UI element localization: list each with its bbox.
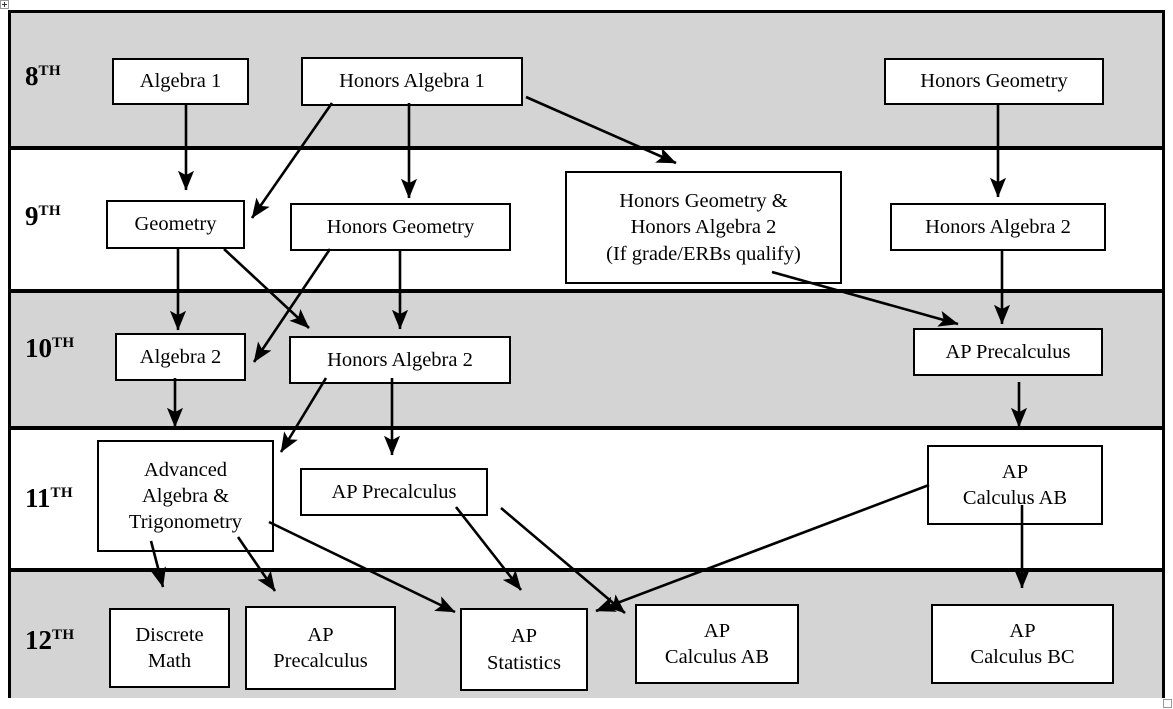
- course-box-12-discrete-math[interactable]: Discrete Math: [109, 608, 230, 688]
- course-box-12-ap-calculus-ab[interactable]: AP Calculus AB: [635, 604, 799, 684]
- grade-label-11: 11TH: [25, 483, 73, 513]
- course-box-11-ap-precalculus[interactable]: AP Precalculus: [300, 468, 488, 516]
- course-box-12-ap-calculus-bc[interactable]: AP Calculus BC: [931, 604, 1114, 684]
- course-box-10-honors-algebra-2[interactable]: Honors Algebra 2: [289, 336, 511, 384]
- course-box-11-advanced-algebra-trigonometry[interactable]: Advanced Algebra & Trigonometry: [97, 440, 274, 552]
- course-box-12-ap-statistics[interactable]: AP Statistics: [460, 608, 588, 691]
- grade-row-8: 8TH Algebra 1 Honors Algebra 1 Honors Ge…: [11, 13, 1162, 150]
- course-box-9-honors-geometry-and-honors-algebra-2[interactable]: Honors Geometry & Honors Algebra 2 (If g…: [565, 171, 842, 284]
- course-box-9-honors-geometry[interactable]: Honors Geometry: [290, 203, 511, 251]
- course-box-11-ap-calculus-ab[interactable]: AP Calculus AB: [927, 445, 1103, 525]
- grade-label-8: 8TH: [25, 61, 61, 91]
- grade-label-12: 12TH: [25, 625, 75, 655]
- course-box-8-honors-algebra-1[interactable]: Honors Algebra 1: [301, 57, 523, 106]
- course-box-12-ap-precalculus[interactable]: AP Precalculus: [245, 606, 396, 690]
- pathway-chart-frame: 8TH Algebra 1 Honors Algebra 1 Honors Ge…: [8, 10, 1165, 698]
- course-box-10-ap-precalculus[interactable]: AP Precalculus: [913, 328, 1103, 376]
- course-box-8-algebra-1[interactable]: Algebra 1: [112, 58, 249, 105]
- grade-row-9: 9TH Geometry Honors Geometry Honors Geom…: [11, 150, 1162, 293]
- grade-label-9: 9TH: [25, 201, 61, 231]
- canvas-resize-handle-bottom-right[interactable]: [1163, 699, 1172, 708]
- grade-label-10: 10TH: [25, 333, 75, 363]
- course-box-9-honors-algebra-2[interactable]: Honors Algebra 2: [890, 203, 1106, 251]
- course-box-9-geometry[interactable]: Geometry: [106, 200, 245, 249]
- canvas-resize-handle-top-left[interactable]: [0, 0, 9, 9]
- grade-row-10: 10TH Algebra 2 Honors Algebra 2 AP Preca…: [11, 293, 1162, 430]
- course-box-10-algebra-2[interactable]: Algebra 2: [115, 333, 246, 381]
- course-box-8-honors-geometry[interactable]: Honors Geometry: [884, 58, 1104, 105]
- grade-row-11: 11TH Advanced Algebra & Trigonometry AP …: [11, 430, 1162, 572]
- grade-row-12: 12TH Discrete Math AP Precalculus AP Sta…: [11, 572, 1162, 698]
